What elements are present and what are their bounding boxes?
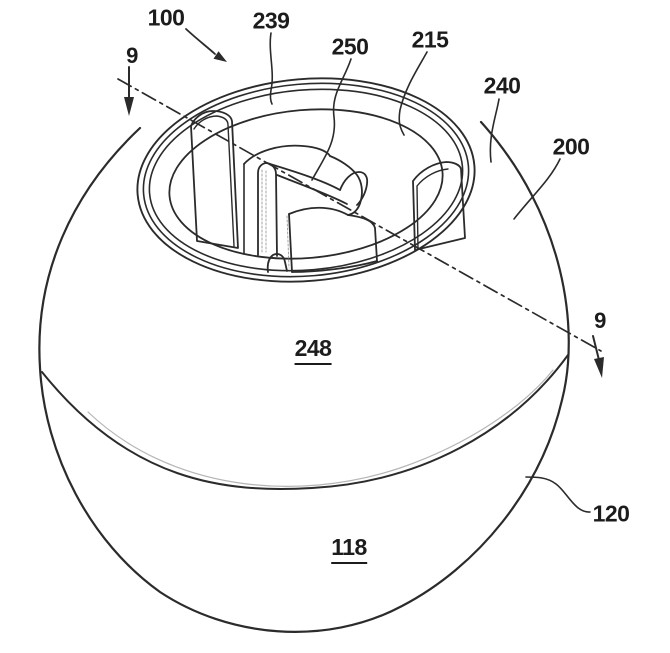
leader-200 <box>513 158 561 220</box>
section-arrow-right <box>592 335 604 378</box>
ref-label-248: 248 <box>294 337 332 365</box>
leader-240 <box>489 98 500 163</box>
leader-215 <box>398 51 428 136</box>
leader-100-arrowhead <box>213 51 227 62</box>
section-arrow-left <box>124 66 134 116</box>
post-foot-tab <box>266 253 288 273</box>
right-vane-outline <box>412 161 466 251</box>
equator-highlight <box>87 369 554 487</box>
right-vane-inner-edge <box>416 168 449 250</box>
ref-label-239: 239 <box>252 7 290 34</box>
ref-label-118: 118 <box>331 536 367 564</box>
section-line-9-9 <box>117 78 602 352</box>
spiral-band-upper-edge <box>269 163 341 191</box>
left-vane <box>190 110 239 249</box>
hook-outer-edge <box>329 155 363 216</box>
ref-label-200: 200 <box>552 133 590 160</box>
hook-inner-edge <box>339 171 369 206</box>
post-front-left-edge <box>288 213 293 273</box>
rim-lip-outer <box>136 77 476 283</box>
leader-239 <box>269 32 274 105</box>
post-front-bottom-edge <box>291 260 378 273</box>
section-label-9-left: 9 <box>126 43 138 68</box>
ref-label-215: 215 <box>411 26 449 53</box>
post-shading-line-3 <box>286 215 290 269</box>
post-front-finger <box>257 162 278 257</box>
post-front-top-edge <box>288 206 349 216</box>
post-top-back-arc <box>243 144 331 165</box>
section-label-9-right: 9 <box>594 308 606 333</box>
ref-label-250: 250 <box>331 33 369 60</box>
sphere-outline <box>38 120 570 633</box>
right-vane <box>412 161 466 251</box>
ref-label-240: 240 <box>483 72 521 99</box>
leader-250 <box>311 58 352 181</box>
leader-100 <box>185 28 227 62</box>
ref-label-100: 100 <box>147 4 185 31</box>
left-vane-inner-edge <box>193 115 235 247</box>
equator-seam <box>41 354 569 490</box>
ref-label-120: 120 <box>592 500 630 527</box>
rim-lip-middle <box>142 82 470 278</box>
center-post <box>243 144 378 273</box>
left-vane-outline <box>190 110 239 249</box>
leader-120 <box>525 476 591 513</box>
rim-inner-edge <box>168 108 444 260</box>
rim-lip-inner <box>148 88 464 272</box>
